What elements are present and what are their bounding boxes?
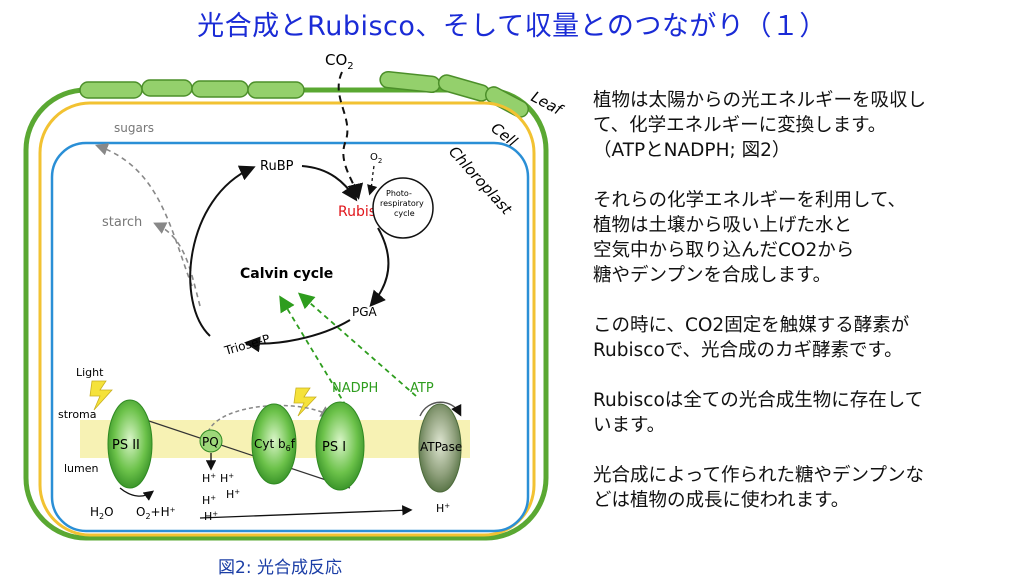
pq-molecule: [199, 429, 223, 453]
chloroplast-outline: [50, 141, 530, 533]
paragraph-1: 植物は太陽からの光エネルギーを吸収し て、化学エネルギーに変換します。 （ATP…: [593, 90, 927, 161]
o2-arrow: [367, 165, 378, 196]
calvin-label: Calvin cycle: [240, 266, 333, 282]
ps2-complex: [107, 399, 153, 489]
photo-cycle-line-1: Photo-: [386, 189, 412, 198]
proton-labels: H+ H+ H+ H+ H+ H+: [202, 472, 450, 523]
sugars-arrow: [94, 143, 193, 287]
lumen-label: lumen: [64, 462, 99, 475]
svg-text:H+: H+: [202, 494, 216, 507]
chloroplast-label: Chloroplast: [445, 143, 516, 219]
starch-arrow: [153, 222, 201, 307]
cell-label: Cell: [488, 119, 522, 151]
triose-label: Triose-P: [222, 332, 271, 359]
electron-path-line: [127, 413, 351, 489]
photorespiratory-circle: [372, 177, 434, 239]
slide-title: 光合成とRubisco、そして収量とのつながり（１）: [197, 11, 827, 42]
o2-label: O2: [370, 152, 382, 165]
svg-text:H+: H+: [226, 488, 240, 501]
ps2-label: PS II: [112, 438, 140, 453]
co2-path: [337, 71, 364, 200]
sugars-label: sugars: [114, 121, 154, 135]
water-label: H2O: [90, 505, 114, 521]
photosynthesis-diagram: CO2 Leaf Cell Chloroplast sugars starch …: [20, 48, 580, 548]
cell-outline: [38, 101, 536, 537]
light-label: Light: [76, 366, 104, 379]
water-split-arrow: [119, 487, 155, 501]
light-bolt-ps1: [293, 387, 317, 417]
ps1-complex: [315, 401, 365, 491]
cytb6f-label: Cyt b6f: [254, 437, 296, 453]
proton-gradient-arrow: [199, 505, 413, 519]
co2-label: CO2: [325, 51, 354, 72]
calvin-arc-pga-triose: [244, 319, 351, 353]
photo-cycle-line-2: respiratory: [380, 199, 424, 208]
pga-label: PGA: [352, 305, 378, 319]
svg-text:H+: H+: [202, 472, 216, 485]
atpase-label: ATPase: [420, 440, 462, 454]
stroma-label: stroma: [58, 408, 97, 421]
body-text: 植物は太陽からの光エネルギーを吸収し て、化学エネルギーに変換します。 （ATP…: [593, 88, 1013, 538]
ps1-label: PS I: [322, 440, 346, 455]
atp-arrow: [297, 292, 417, 397]
rubp-label: RuBP: [260, 159, 294, 174]
calvin-arc-rubisco-pga: [369, 227, 390, 308]
cytb6f-complex: [251, 403, 297, 485]
pq-label: PQ: [202, 435, 219, 449]
paragraph-4: Rubiscoは全ての光合成生物に存在して います。: [593, 390, 924, 436]
paragraph-5: 光合成によって作られた糖やデンプンな どは植物の成長に使われます。: [593, 465, 924, 511]
svg-text:H+: H+: [204, 510, 218, 523]
paragraph-3: この時に、CO2固定を触媒する酵素が Rubiscoで、光合成のカギ酵素です。: [593, 315, 910, 361]
atp-label: ATP: [410, 381, 434, 396]
nadph-arrow: [279, 295, 347, 407]
oxygen-proton-label: O2+H+: [136, 505, 176, 521]
leaf-epidermis: [79, 70, 529, 118]
atpase-arrow: [419, 401, 462, 417]
nadph-label: NADPH: [332, 381, 378, 396]
paragraph-2: それらの化学エネルギーを利用して、 植物は土壌から吸い上げた水と 空気中から取り…: [593, 190, 907, 286]
calvin-arc-rubp-rubisco: [301, 165, 358, 202]
light-bolt-ps2: [89, 380, 113, 411]
svg-text:H+: H+: [220, 472, 234, 485]
photo-cycle-line-3: cycle: [394, 209, 415, 218]
calvin-arc-triose-rubp: [189, 165, 256, 337]
svg-text:H+: H+: [436, 502, 450, 515]
figure-caption: 図2: 光合成反応: [218, 558, 342, 578]
atpase-complex: [418, 403, 462, 493]
starch-label: starch: [102, 215, 142, 230]
